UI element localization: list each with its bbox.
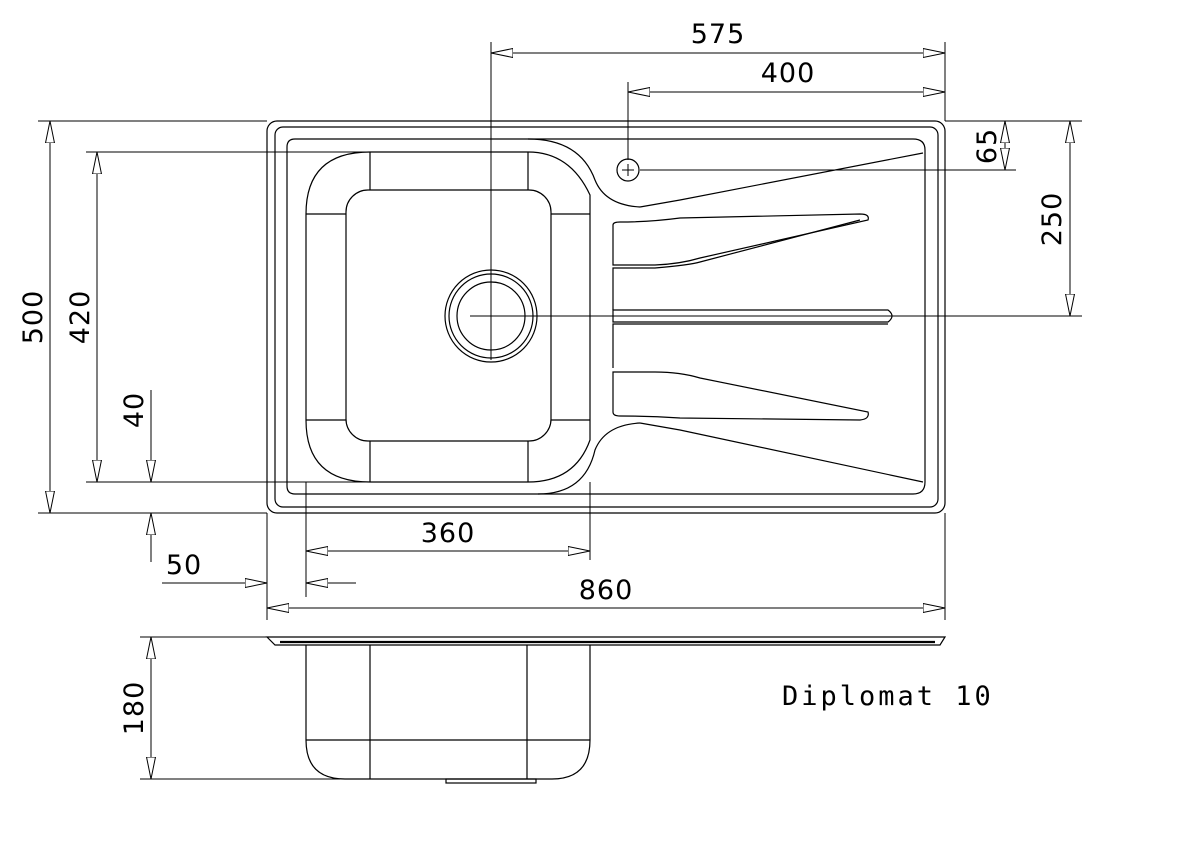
dim-360: 360 [421,518,476,549]
side-view: 180 [119,636,947,784]
dim-40: 40 [119,392,150,428]
dim-250: 250 [1037,192,1068,247]
bowl-drainer-transition [527,138,641,208]
sink-outer-edge [266,120,946,514]
dim-400: 400 [761,58,816,89]
dim-575: 575 [691,19,746,50]
dim-860: 860 [579,575,634,606]
dim-420: 420 [65,290,96,345]
dim-65: 65 [972,128,1003,164]
side-bowl [305,645,591,780]
side-rim [265,636,947,646]
dim-500: 500 [18,290,49,345]
deck-outline [286,138,926,495]
dimension-lines: 575 400 65 250 500 420 40 3 [18,19,1082,620]
dim-50: 50 [166,550,202,581]
tap-hole [616,158,640,182]
top-view [266,42,1082,514]
side-drain [445,778,537,784]
bowl-corner-lines [306,152,590,482]
model-title: Diplomat 10 [782,681,994,712]
dim-180: 180 [119,681,150,736]
drainer-grooves [612,152,924,483]
sink-rim [274,126,939,508]
bowl-drainer-transition-lower [537,422,641,495]
